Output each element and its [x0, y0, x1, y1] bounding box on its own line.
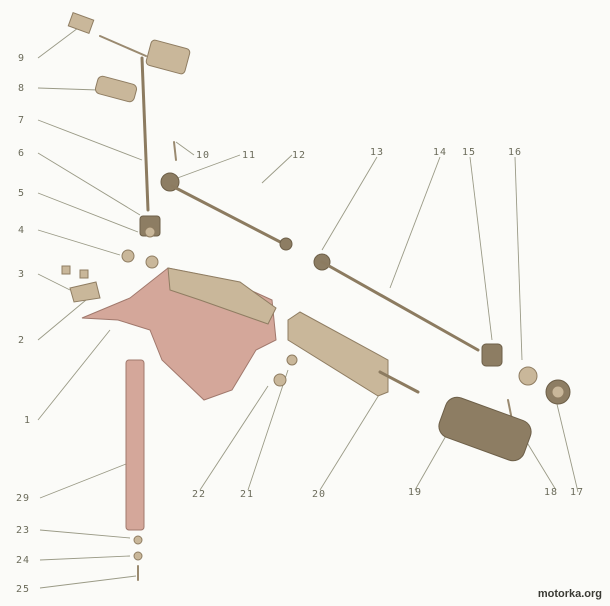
callout-17: 17: [570, 487, 584, 498]
part-20-tube: [378, 370, 420, 394]
part-10-pin: [173, 141, 177, 161]
part-3-bolt: [61, 265, 71, 275]
part-9-bracket: [145, 39, 191, 75]
leader-lines: [37, 27, 579, 589]
part-9-clamp: [67, 12, 95, 34]
callout-14: 14: [433, 147, 447, 158]
callout-6: 6: [18, 148, 25, 159]
callout-9: 9: [18, 53, 25, 64]
callout-12: 12: [292, 150, 306, 161]
part-21-washer: [286, 354, 298, 366]
part-15-bushing: [481, 343, 503, 367]
part-14-shaft: [320, 260, 480, 352]
part-7-rod: [140, 56, 150, 212]
part-2-bracket: [69, 281, 101, 303]
callout-25: 25: [16, 584, 30, 595]
callout-22: 22: [192, 489, 206, 500]
part-12-shaft: [170, 184, 290, 248]
callout-16: 16: [508, 147, 522, 158]
callout-11: 11: [242, 150, 256, 161]
parts: [61, 12, 571, 581]
callout-8: 8: [18, 83, 25, 94]
part-16-ring: [518, 366, 538, 386]
callout-29: 29: [16, 493, 30, 504]
callout-23: 23: [16, 525, 30, 536]
part-19-grip: [438, 396, 532, 462]
part-8-clamp: [94, 75, 138, 103]
part-4-collar: [121, 249, 135, 263]
watermark: motorka.org: [537, 588, 602, 600]
part-20-tiller-arm: [287, 311, 389, 397]
callout-19: 19: [408, 487, 422, 498]
callout-10: 10: [196, 150, 210, 161]
part-9-rod: [99, 35, 147, 57]
part-5-gear: [144, 226, 156, 238]
callout-5: 5: [18, 188, 25, 199]
callout-7: 7: [18, 115, 25, 126]
part-12-pinion: [279, 237, 293, 251]
part-23-washer: [133, 535, 143, 545]
callout-4: 4: [18, 225, 25, 236]
callout-20: 20: [312, 489, 326, 500]
callout-13: 13: [370, 147, 384, 158]
part-22-nut: [273, 373, 287, 387]
callout-1: 1: [24, 415, 31, 426]
callout-labels: 9 8 7 6 5 4 3 2 1 29 10 11 12 13 14 15 1…: [16, 53, 584, 595]
part-29-tube: [125, 359, 145, 531]
part-24-washer: [133, 551, 143, 561]
callout-24: 24: [16, 555, 30, 566]
callout-21: 21: [240, 489, 254, 500]
callout-3: 3: [18, 269, 25, 280]
callout-15: 15: [462, 147, 476, 158]
callout-2: 2: [18, 335, 25, 346]
callout-18: 18: [544, 487, 558, 498]
